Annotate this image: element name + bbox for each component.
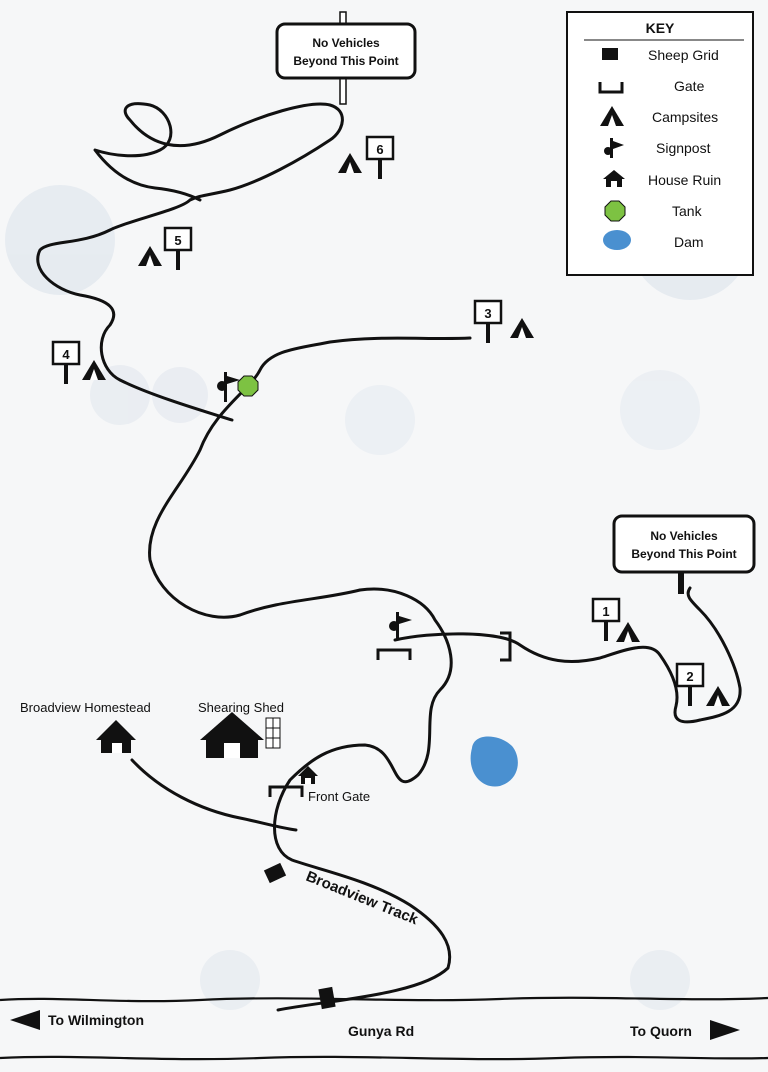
key-label: House Ruin	[648, 172, 721, 188]
campsite-5: 5	[138, 226, 193, 272]
key-label: Campsites	[652, 109, 718, 125]
track-to-homestead	[130, 758, 298, 832]
sign-line-1: No Vehicles	[312, 36, 380, 50]
campsite-number: 6	[376, 142, 383, 157]
gate-icon	[376, 648, 412, 660]
no-vehicles-sign-top: No Vehicles Beyond This Point	[275, 11, 417, 105]
shearing-shed-icon	[200, 712, 281, 758]
key-title: KEY	[646, 20, 675, 36]
background-print-through	[5, 180, 750, 1010]
key-label: Tank	[672, 203, 703, 219]
arrow-west-icon	[10, 1010, 40, 1030]
arrow-east-icon	[710, 1020, 740, 1040]
broadview-track	[273, 587, 453, 1012]
gate-icon	[598, 82, 624, 94]
gunya-road	[0, 996, 768, 1061]
homestead-label: Broadview Homestead	[20, 700, 151, 715]
tracks	[36, 102, 742, 1012]
dam-icon	[603, 230, 631, 250]
campsite-2: 2	[675, 662, 730, 708]
gate-icon	[268, 785, 304, 797]
track-north	[36, 102, 344, 422]
campsite-6: 6	[338, 135, 395, 181]
broadview-track-label: Broadview Track	[304, 868, 422, 929]
campsite-number: 5	[174, 233, 181, 248]
key-label: Dam	[674, 234, 704, 250]
tank-icon	[604, 200, 626, 222]
house-ruin-icon	[298, 766, 318, 784]
no-vehicles-sign-right: No Vehicles Beyond This Point	[612, 514, 756, 594]
signpost-icon	[604, 138, 624, 158]
homestead-house-icon	[96, 720, 136, 753]
key-label: Gate	[674, 78, 705, 94]
dam	[470, 736, 518, 787]
campsite-4: 4	[51, 340, 106, 386]
sheep-grid-icon	[318, 986, 336, 1010]
sign-line-2: Beyond This Point	[293, 54, 398, 68]
sheep-grid-icon	[263, 862, 287, 884]
map-key: KEY Sheep Grid Gate Campsites Signpost H…	[566, 11, 754, 276]
campsite-number: 4	[62, 347, 70, 362]
sheep-grid-icon	[602, 48, 618, 60]
sign-line-2: Beyond This Point	[631, 547, 736, 561]
shearing-shed-label: Shearing Shed	[198, 700, 284, 715]
house-ruin-icon	[603, 170, 625, 187]
track-west-loop	[148, 336, 472, 619]
key-label: Sheep Grid	[648, 47, 719, 63]
gate-icon	[500, 631, 512, 662]
to-wilmington-label: To Wilmington	[48, 1012, 144, 1028]
campsite-3: 3	[473, 299, 534, 345]
tank-icon	[237, 375, 259, 397]
campsite-1: 1	[591, 597, 640, 643]
to-quorn-label: To Quorn	[630, 1023, 692, 1039]
sign-line-1: No Vehicles	[650, 529, 718, 543]
front-gate-label: Front Gate	[308, 789, 370, 804]
key-label: Signpost	[656, 140, 711, 156]
gunya-rd-label: Gunya Rd	[348, 1023, 414, 1039]
campsite-number: 1	[602, 604, 609, 619]
signpost-icon	[389, 612, 412, 640]
campsite-number: 3	[484, 306, 491, 321]
track-east-loop	[393, 586, 742, 724]
campsite-number: 2	[686, 669, 693, 684]
signpost-icon	[217, 372, 240, 402]
